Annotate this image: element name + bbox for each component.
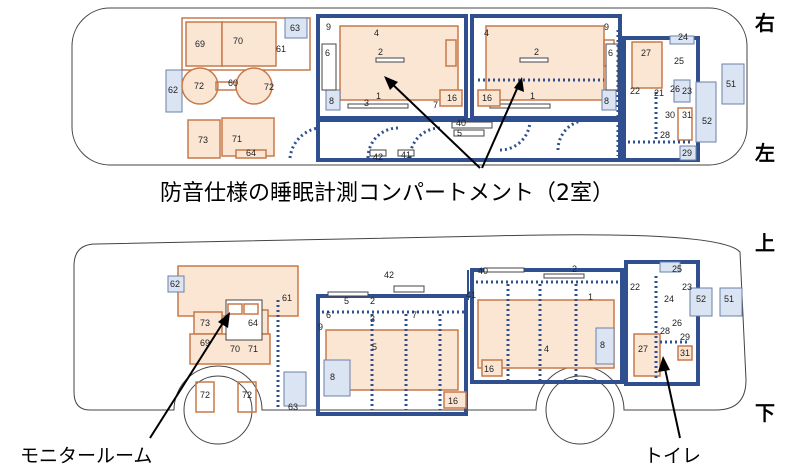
top-num: 6 (608, 48, 613, 58)
bottom-num: 3 (370, 314, 375, 324)
bottom-num: 63 (288, 402, 298, 412)
bottom-num: 42 (384, 270, 394, 280)
label-right: 右 (755, 11, 775, 35)
label-down: 下 (755, 401, 775, 425)
caption-arrows (384, 76, 524, 169)
bottom-num: 5 (372, 342, 377, 352)
bottom-num: 26 (672, 318, 682, 328)
top-num: 71 (232, 134, 242, 144)
bottom-num: 64 (248, 318, 258, 328)
compartment-caption: 防音仕様の睡眠計測コンパートメント（2室） (160, 181, 614, 206)
bottom-num: 24 (664, 294, 674, 304)
top-num: 24 (678, 32, 688, 42)
top-num: 69 (195, 39, 205, 49)
top-num: 28 (660, 130, 670, 140)
bottom-num: 9 (318, 322, 323, 332)
bottom-num: 71 (248, 344, 258, 354)
top-num: 3 (364, 98, 369, 108)
bottom-num: 72 (200, 390, 210, 400)
top-num: 22 (630, 86, 640, 96)
bottom-num: 2 (370, 296, 375, 306)
top-num: 4 (374, 28, 379, 38)
top-num: 70 (233, 36, 243, 46)
callout-arrows (149, 312, 681, 439)
top-num: 27 (641, 48, 651, 58)
bottom-num: 1 (588, 292, 593, 302)
bottom-num: 16 (448, 396, 458, 406)
bottom-num: 73 (200, 318, 210, 328)
top-num: 8 (329, 96, 334, 106)
bottom-num: 52 (696, 294, 706, 304)
bottom-num: 4 (544, 344, 549, 354)
bottom-num: 5 (344, 296, 349, 306)
top-num: 62 (168, 85, 178, 95)
top-num: 4 (484, 28, 489, 38)
bottom-bus-plan (73, 234, 747, 445)
bottom-num: 25 (672, 264, 682, 274)
top-num: 7 (433, 100, 438, 110)
top-num: 61 (276, 44, 286, 54)
top-num: 9 (326, 22, 331, 32)
top-num: 52 (702, 116, 712, 126)
top-num: 1 (530, 91, 535, 101)
bottom-num: 23 (682, 282, 692, 292)
top-num: 23 (682, 86, 692, 96)
bottom-num: 16 (484, 364, 494, 374)
top-num: 42 (373, 152, 383, 162)
bottom-num: 51 (724, 294, 734, 304)
top-num: 64 (246, 148, 256, 158)
top-num: 31 (682, 110, 692, 120)
top-num: 41 (401, 150, 411, 160)
bottom-num: 27 (638, 344, 648, 354)
label-left: 左 (755, 141, 775, 165)
bottom-num: 69 (200, 338, 210, 348)
top-plan-numbers: 69 70 61 63 62 72 60 72 73 71 64 4 2 6 9… (168, 22, 736, 162)
top-num: 72 (194, 81, 204, 91)
top-num: 2 (534, 47, 539, 57)
bottom-num: 22 (630, 282, 640, 292)
top-num: 1 (376, 91, 381, 101)
bottom-num: 31 (680, 348, 690, 358)
bottom-num: 61 (282, 293, 292, 303)
top-num: 30 (665, 110, 675, 120)
top-num: 51 (726, 79, 736, 89)
bottom-num: 6 (326, 310, 331, 320)
top-num: 60 (228, 78, 238, 88)
top-num: 6 (325, 48, 330, 58)
top-bus-plan (71, 7, 748, 166)
bottom-num: 8 (600, 340, 605, 350)
top-num: 9 (604, 22, 609, 32)
bottom-num: 28 (660, 326, 670, 336)
top-num: 29 (682, 148, 692, 158)
monitor-room-label: モニタールーム (20, 445, 152, 467)
top-num: 25 (674, 56, 684, 66)
bottom-num: 8 (330, 372, 335, 382)
bottom-plan-numbers: 62 61 73 64 69 70 71 72 72 63 42 40 2 5 … (170, 264, 734, 412)
top-num: 2 (378, 47, 383, 57)
top-num: 16 (482, 93, 492, 103)
top-num: 16 (447, 93, 457, 103)
top-num: 5 (457, 128, 462, 138)
bottom-num: 40 (478, 266, 488, 276)
toilet-label: トイレ (644, 445, 701, 467)
label-up: 上 (755, 231, 775, 255)
top-num: 72 (264, 82, 274, 92)
top-num: 21 (654, 88, 664, 98)
bottom-num: 72 (242, 390, 252, 400)
top-num: 8 (604, 96, 609, 106)
bottom-num: 41 (466, 290, 476, 300)
bottom-num: 2 (572, 264, 577, 274)
bottom-num: 70 (230, 344, 240, 354)
bottom-num: 29 (680, 332, 690, 342)
top-num: 40 (456, 118, 466, 128)
bottom-num: 7 (412, 310, 417, 320)
top-num: 26 (670, 84, 680, 94)
top-num: 63 (290, 23, 300, 33)
top-num: 73 (198, 135, 208, 145)
bottom-num: 62 (170, 279, 180, 289)
